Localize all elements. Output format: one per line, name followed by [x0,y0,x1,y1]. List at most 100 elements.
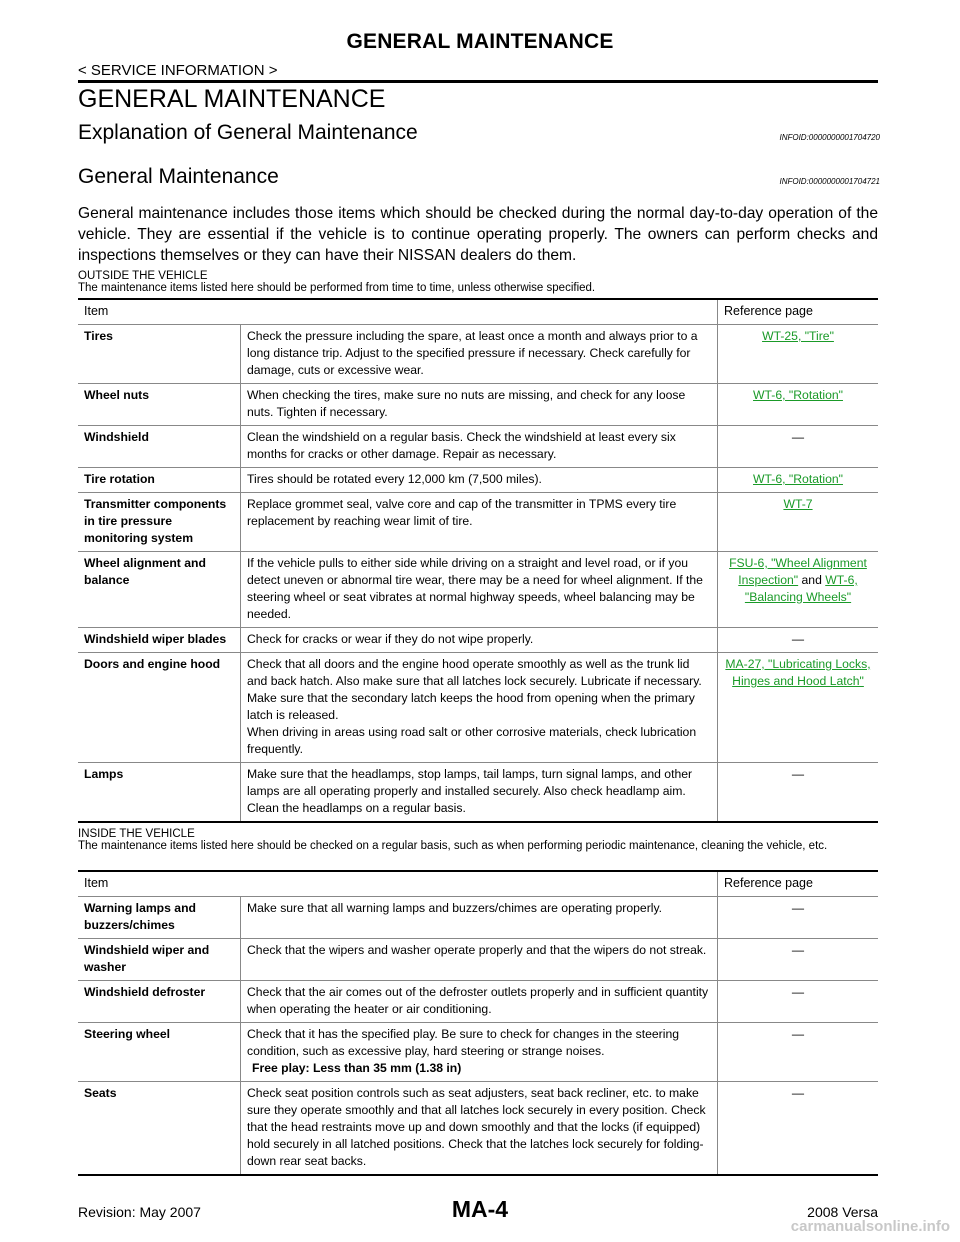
col-header-item: Item [84,876,109,890]
table-header-row: Item Reference page [78,871,878,897]
item-description: Check for cracks or wear if they do not … [240,627,718,653]
reference-page: MA-27, "Lubricating Locks, Hinges and Ho… [717,652,878,763]
reference-link[interactable]: WT-6, "Rotation" [753,472,843,486]
reference-link[interactable]: WT-25, "Tire" [762,329,834,343]
section-infoid-general-maintenance: INFOID:0000000001704721 [779,177,880,186]
description-text-extra: When driving in areas using road salt or… [247,725,697,756]
reference-page: WT-6, "Rotation" [717,467,878,493]
table-header-row: Item Reference page [78,299,878,325]
item-description: Clean the windshield on a regular basis.… [240,425,718,468]
reference-none: — [791,943,805,957]
item-description: Check that it has the specified play. Be… [240,1022,718,1082]
item-name: Lamps [84,767,124,781]
description-text: Check that the wipers and washer operate… [247,943,707,957]
col-header-reference: Reference page [717,871,878,897]
item-name: Doors and engine hood [84,657,221,671]
table-row: Tires Check the pressure including the sp… [78,324,878,384]
running-header-title: GENERAL MAINTENANCE [346,30,614,53]
outside-vehicle-note: The maintenance items listed here should… [78,282,596,294]
section-title-general-maintenance: General Maintenance [78,165,279,188]
table-row: Lamps Make sure that the headlamps, stop … [78,762,878,822]
header-rule [78,80,878,83]
item-name: Windshield defroster [84,985,206,999]
reference-link[interactable]: WT-7 [783,497,813,511]
reference-none: — [791,985,805,999]
intro-paragraph: General maintenance includes those items… [78,205,878,264]
item-description: If the vehicle pulls to either side whil… [240,551,718,628]
table-row: Warning lamps and buzzers/chimes Make sur… [78,896,878,939]
description-text: If the vehicle pulls to either side whil… [247,556,703,621]
item-name: Warning lamps and buzzers/chimes [84,901,196,932]
item-description: Check that all doors and the engine hood… [240,652,718,763]
item-name: Seats [84,1086,117,1100]
reference-none: — [791,767,805,781]
page-heading: GENERAL MAINTENANCE [78,85,386,113]
outside-vehicle-block: OUTSIDE THE VEHICLE The maintenance item… [78,270,878,294]
footer-page-number: MA-4 [451,1196,509,1222]
reference-link[interactable]: FSU-6, "Wheel Alignment Inspection" [729,556,867,587]
inside-vehicle-title: INSIDE THE VEHICLE [78,828,195,840]
free-play-spec: Free play: Less than 35 mm (1.38 in) [252,1061,462,1075]
section-title-explanation: Explanation of General Maintenance [78,121,418,144]
table-row: Steering wheel Check that it has the spec… [78,1022,878,1082]
outside-maintenance-table: Item Reference page Tires Check the press… [78,298,878,823]
item-name: Windshield [84,430,149,444]
item-description: Make sure that the headlamps, stop lamps… [240,762,718,822]
description-text: When checking the tires, make sure no nu… [247,388,686,419]
description-text: Check for cracks or wear if they do not … [247,632,534,646]
item-name: Windshield wiper blades [84,632,227,646]
footer-model: 2008 Versa [807,1204,878,1220]
table-row: Tire rotation Tires should be rotated eve… [78,467,878,493]
item-name: Steering wheel [84,1027,171,1041]
reference-none: — [791,1027,805,1041]
reference-link[interactable]: MA-27, "Lubricating Locks, Hinges and Ho… [725,657,871,688]
item-name: Tire rotation [84,472,155,486]
col-header-reference: Reference page [717,299,878,325]
reference-conjunction: and [798,573,826,587]
watermark-logo: carmanualsonline.info [790,1218,950,1235]
reference-page: — [717,938,878,981]
description-text: Check that all doors and the engine hood… [247,657,702,722]
item-description: Check seat position controls such as sea… [240,1081,718,1175]
description-text: Check that it has the specified play. Be… [247,1027,679,1058]
inside-maintenance-table: Item Reference page Warning lamps and bu… [78,870,878,1176]
description-text: Check the pressure including the spare, … [247,329,698,377]
reference-page: FSU-6, "Wheel Alignment Inspection" and … [717,551,878,628]
reference-page: — [717,425,878,468]
item-description: Check that the wipers and washer operate… [240,938,718,981]
table-row: Windshield Clean the windshield on a regu… [78,425,878,468]
reference-page: — [717,980,878,1023]
col-header-item: Item [84,304,109,318]
reference-none: — [791,901,805,915]
description-text: Clean the windshield on a regular basis.… [247,430,676,461]
reference-page: — [717,1081,878,1175]
reference-link[interactable]: WT-6, "Balancing Wheels" [744,573,858,604]
reference-none: — [791,632,805,646]
table-row: Windshield defroster Check that the air c… [78,980,878,1023]
item-description: Check the pressure including the spare, … [240,324,718,384]
running-header-section: < SERVICE INFORMATION > [78,62,278,79]
section-infoid-explanation: INFOID:0000000001704720 [779,133,880,142]
description-text: Tires should be rotated every 12,000 km … [247,472,542,486]
reference-page: WT-6, "Rotation" [717,383,878,426]
reference-none: — [791,1086,805,1100]
table-row: Transmitter components in tire pressure … [78,492,878,552]
item-name: Tires [84,329,113,343]
description-text: Check that the air comes out of the defr… [247,985,709,1016]
table-row: Windshield wiper blades Check for cracks … [78,627,878,653]
description-text: Make sure that the headlamps, stop lamps… [247,767,693,815]
outside-vehicle-title: OUTSIDE THE VEHICLE [78,270,208,282]
item-description: When checking the tires, make sure no nu… [240,383,718,426]
item-description: Replace grommet seal, valve core and cap… [240,492,718,552]
item-description: Make sure that all warning lamps and buz… [240,896,718,939]
reference-page: — [717,762,878,822]
reference-link[interactable]: WT-6, "Rotation" [753,388,843,402]
footer-revision: Revision: May 2007 [78,1204,201,1220]
item-description: Tires should be rotated every 12,000 km … [240,467,718,493]
reference-page: — [717,1022,878,1082]
reference-page: WT-25, "Tire" [717,324,878,384]
